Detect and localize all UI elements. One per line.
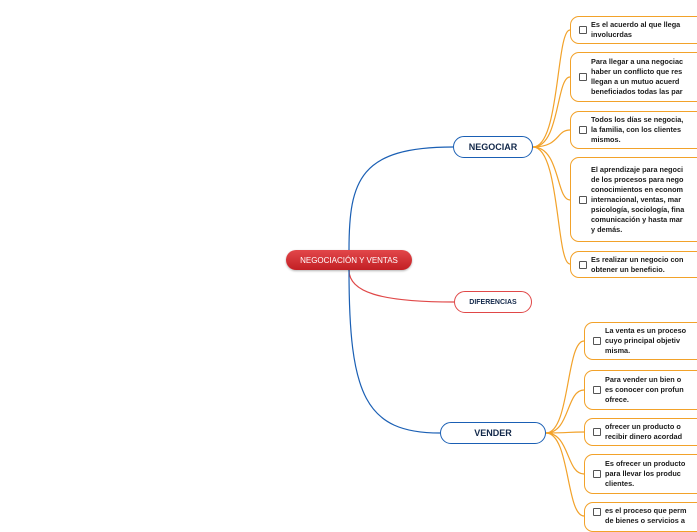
checkbox-icon [579, 73, 587, 81]
link-vender-leaf-1 [545, 340, 585, 434]
vender-leaf-1[interactable]: La venta es un proceso cuyo principal ob… [584, 322, 697, 360]
vender-leaf-3-text: ofrecer un producto o recibir dinero aco… [605, 422, 683, 441]
checkbox-icon [579, 26, 587, 34]
negociar-leaf-3[interactable]: Todos los días se negocia, la familia, c… [570, 111, 697, 149]
branch-negociar[interactable]: NEGOCIAR [453, 136, 533, 158]
mindmap-connectors [348, 29, 585, 517]
vender-leaf-5[interactable]: es el proceso que perm de bienes o servi… [584, 502, 697, 532]
checkbox-icon [593, 386, 601, 394]
negociar-leaf-2[interactable]: Para llegar a una negociac haber un conf… [570, 52, 697, 102]
link-negociar-leaf-3 [532, 129, 571, 148]
negociar-leaf-4-text: El aprendizaje para negoci de los proces… [591, 164, 685, 234]
vender-leaf-1-text: La venta es un proceso cuyo principal ob… [605, 326, 687, 355]
vender-leaf-3[interactable]: ofrecer un producto o recibir dinero aco… [584, 418, 697, 446]
negociar-leaf-1[interactable]: Es el acuerdo al que llega involucrdas [570, 16, 697, 44]
link-vender-leaf-2 [545, 389, 585, 434]
checkbox-icon [593, 508, 601, 516]
vender-leaf-2[interactable]: Para vender un bien o es conocer con pro… [584, 370, 697, 410]
vender-leaf-5-text: es el proceso que perm de bienes o servi… [605, 506, 687, 525]
branch-vender[interactable]: VENDER [440, 422, 546, 444]
negociar-leaf-2-text: Para llegar a una negociac haber un conf… [591, 57, 684, 96]
negociar-leaf-4[interactable]: El aprendizaje para negoci de los proces… [570, 157, 697, 242]
branch-negociar-label: NEGOCIAR [468, 142, 518, 152]
link-vender-leaf-3 [545, 431, 585, 434]
checkbox-icon [579, 260, 587, 269]
checkbox-icon [579, 195, 587, 204]
vender-leaf-2-text: Para vender un bien o es conocer con pro… [605, 375, 684, 404]
link-negociar-leaf-1 [532, 29, 571, 148]
link-root-vender [348, 269, 441, 434]
branch-diferencias[interactable]: DIFERENCIAS [454, 291, 532, 313]
link-vender-leaf-4 [545, 432, 585, 475]
checkbox-icon [593, 337, 601, 345]
link-negociar-leaf-2 [532, 76, 571, 148]
negociar-leaf-1-text: Es el acuerdo al que llega involucrdas [591, 20, 681, 39]
negociar-leaf-5-text: Es realizar un negocio con obtener un be… [591, 254, 684, 274]
link-negociar-leaf-4 [532, 146, 571, 201]
link-root-diferencias [348, 269, 455, 303]
root-node[interactable]: NEGOCIACIÓN Y VENTAS [286, 250, 412, 270]
root-label: NEGOCIACIÓN Y VENTAS [300, 255, 398, 265]
link-root-negociar [348, 146, 454, 251]
vender-leaf-4-text: Es ofrecer un producto para llevar los p… [605, 459, 686, 488]
link-negociar-leaf-5 [532, 146, 571, 265]
negociar-leaf-5[interactable]: Es realizar un negocio con obtener un be… [570, 251, 697, 278]
link-vender-leaf-5 [545, 432, 585, 517]
checkbox-icon [593, 428, 601, 436]
negociar-leaf-3-text: Todos los días se negocia, la familia, c… [591, 115, 684, 144]
vender-leaf-4[interactable]: Es ofrecer un producto para llevar los p… [584, 454, 697, 494]
branch-diferencias-label: DIFERENCIAS [469, 298, 517, 306]
checkbox-icon [579, 126, 587, 134]
checkbox-icon [593, 470, 601, 478]
branch-vender-label: VENDER [474, 428, 512, 438]
